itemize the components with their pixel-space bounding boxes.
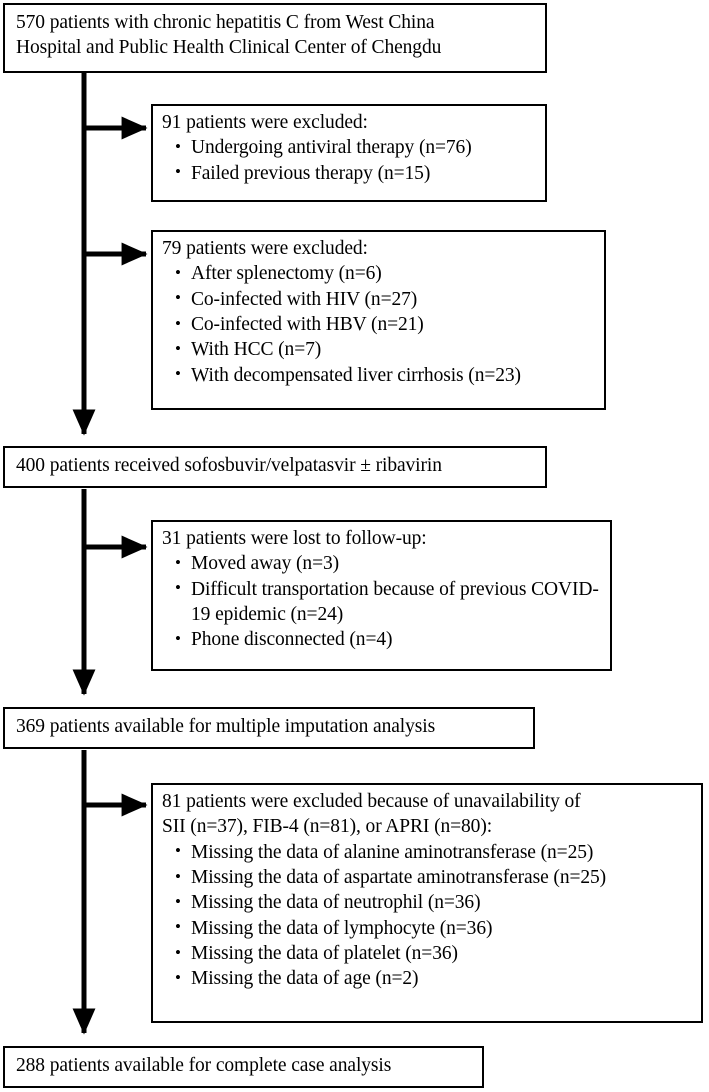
list-item: •Undergoing antiviral therapy (n=76) — [175, 136, 472, 159]
treated-400-label: 400 patients received sofosbuvir/velpata… — [16, 455, 442, 476]
bullet-icon: • — [175, 841, 181, 861]
lost-to-followup-31-box: 31 patients were lost to follow-up: •Mov… — [151, 520, 612, 671]
list-item: •Missing the data of lymphocyte (n=36) — [175, 917, 493, 939]
excluded-79-list: •After splenectomy (n=6) •Co-infected wi… — [162, 261, 596, 388]
list-item: •Failed previous therapy (n=15) — [175, 162, 431, 184]
list-item: •Missing the data of age (n=2) — [175, 967, 419, 990]
list-item: •With decompensated liver cirrhosis (n=2… — [175, 364, 521, 386]
treated-400-box: 400 patients received sofosbuvir/velpata… — [3, 446, 547, 488]
complete-case-288-label: 288 patients available for complete case… — [16, 1055, 392, 1076]
excluded-91-box: 91 patients were excluded: •Undergoing a… — [151, 104, 547, 202]
excluded-91-header: 91 patients were excluded: — [162, 112, 368, 133]
lost-to-followup-list: •Moved away (n=3) •Difficult transportat… — [162, 551, 602, 652]
bullet-icon: • — [175, 891, 181, 911]
list-item: •Difficult transportation because of pre… — [175, 578, 599, 626]
list-item: •Missing the data of alanine aminotransf… — [175, 841, 594, 863]
excluded-79-header: 79 patients were excluded: — [162, 238, 368, 259]
bullet-icon: • — [175, 313, 181, 333]
list-item: •Missing the data of aspartate aminotran… — [175, 866, 607, 889]
list-item: •With HCC (n=7) — [175, 338, 322, 361]
excluded-81-header-line-2: SII (n=37), FIB-4 (n=81), or APRI (n=80)… — [162, 816, 493, 838]
bullet-icon: • — [175, 338, 181, 358]
bullet-icon: • — [175, 917, 181, 937]
enrolled-cohort-box: 570 patients with chronic hepatitis C fr… — [3, 3, 547, 73]
bullet-icon: • — [175, 364, 181, 384]
excluded-81-box: 81 patients were excluded because of una… — [151, 783, 703, 1023]
bullet-icon: • — [175, 628, 181, 648]
list-item: •Missing the data of neutrophil (n=36) — [175, 891, 481, 914]
bullet-icon: • — [175, 552, 181, 572]
imputation-369-label: 369 patients available for multiple impu… — [16, 716, 436, 737]
list-item: •Co-infected with HIV (n=27) — [175, 288, 418, 310]
complete-case-288-box: 288 patients available for complete case… — [3, 1046, 484, 1088]
bullet-icon: • — [175, 866, 181, 886]
lost-to-followup-header: 31 patients were lost to follow-up: — [162, 528, 427, 549]
enrolled-line-2: Hospital and Public Health Clinical Cent… — [16, 37, 442, 59]
list-item: •Missing the data of platelet (n=36) — [175, 942, 458, 965]
excluded-81-list: •Missing the data of alanine aminotransf… — [162, 840, 693, 992]
bullet-icon: • — [175, 136, 181, 156]
excluded-79-box: 79 patients were excluded: •After splene… — [151, 230, 606, 410]
bullet-icon: • — [175, 262, 181, 282]
bullet-icon: • — [175, 967, 181, 987]
list-item: •Co-infected with HBV (n=21) — [175, 313, 424, 336]
excluded-91-list: •Undergoing antiviral therapy (n=76) •Fa… — [162, 135, 537, 186]
excluded-81-header-line-1: 81 patients were excluded because of una… — [162, 791, 581, 812]
bullet-icon: • — [175, 942, 181, 962]
enrolled-line-1: 570 patients with chronic hepatitis C fr… — [16, 12, 435, 33]
imputation-369-box: 369 patients available for multiple impu… — [3, 707, 535, 749]
list-item: •After splenectomy (n=6) — [175, 262, 382, 285]
list-item: •Phone disconnected (n=4) — [175, 628, 393, 651]
bullet-icon: • — [175, 162, 181, 182]
list-item: •Moved away (n=3) — [175, 552, 340, 575]
bullet-icon: • — [175, 578, 181, 598]
bullet-icon: • — [175, 288, 181, 308]
